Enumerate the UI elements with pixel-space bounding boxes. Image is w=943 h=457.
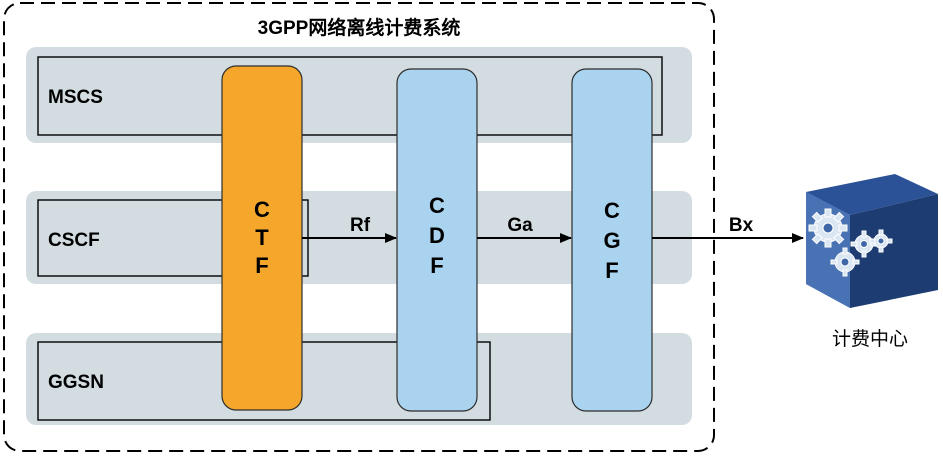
- billing-center-label: 计费中心: [832, 328, 908, 350]
- column-cgf: C G F: [571, 68, 653, 412]
- ctf-letter-1: C: [254, 197, 270, 222]
- cdf-letter-2: D: [429, 223, 445, 248]
- interface-rf: Rf: [302, 215, 397, 243]
- diagram-title: 3GPP网络离线计费系统: [258, 16, 461, 39]
- ga-label: Ga: [507, 215, 533, 236]
- cgf-letter-2: G: [603, 228, 620, 253]
- bx-label: Bx: [729, 215, 754, 236]
- interface-ga: Ga: [477, 215, 572, 243]
- ctf-letter-3: F: [255, 253, 268, 278]
- cgf-letter-1: C: [604, 198, 620, 223]
- rf-label: Rf: [350, 215, 371, 236]
- cdf-letter-3: F: [430, 253, 443, 278]
- cdf-letter-1: C: [429, 193, 445, 218]
- column-ctf: C T F: [221, 65, 303, 411]
- cgf-letter-3: F: [605, 258, 618, 283]
- row-band-mscs: MSCS: [26, 47, 692, 143]
- interface-bx: Bx: [652, 215, 804, 243]
- column-cdf: C D F: [396, 68, 478, 412]
- row-label-mscs: MSCS: [48, 87, 103, 108]
- row-label-cscf: CSCF: [48, 230, 100, 251]
- gears-server-icon: [806, 174, 938, 308]
- system-boundary: [3, 2, 715, 452]
- row-label-ggsn: GGSN: [48, 372, 104, 393]
- ctf-letter-2: T: [255, 225, 269, 250]
